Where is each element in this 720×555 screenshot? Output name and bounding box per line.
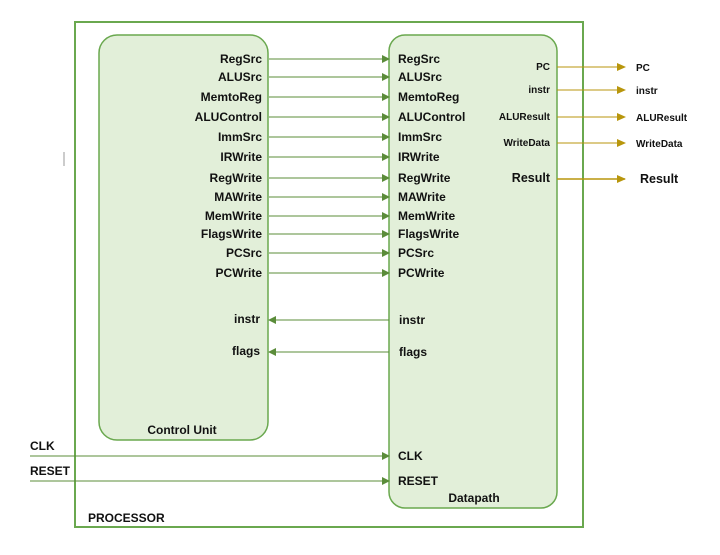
dp-output-label-instr: instr [528,85,550,96]
dp-feedback-label-instr: instr [399,313,425,327]
output-label-result: Result [640,172,679,186]
dp-label-alucontrol: ALUControl [398,110,465,124]
cu-label-mawrite: MAWrite [214,190,262,204]
cu-label-pcsrc: PCSrc [226,246,262,260]
cu-label-flagswrite: FlagsWrite [201,227,262,241]
cu-label-pcwrite: PCWrite [216,266,263,280]
dp-feedback-label-flags: flags [399,345,427,359]
dp-output-label-aluresult: ALUResult [499,112,551,123]
output-label-writedata: WriteData [636,139,683,150]
dp-label-regwrite: RegWrite [398,171,451,185]
dp-label-flagswrite: FlagsWrite [398,227,459,241]
cu-label-alucontrol: ALUControl [195,110,262,124]
dp-output-label-writedata: WriteData [504,138,551,149]
output-label-aluresult: ALUResult [636,113,688,124]
dp-label-pcwrite: PCWrite [398,266,445,280]
cu-label-regsrc: RegSrc [220,52,262,66]
datapath-title: Datapath [448,491,499,505]
processor-frame [74,21,584,528]
cu-label-immsrc: ImmSrc [218,130,262,144]
cu-label-regwrite: RegWrite [210,171,263,185]
cu-feedback-label-flags: flags [232,344,260,358]
cu-label-alusrc: ALUSrc [218,70,262,84]
cu-label-memtoreg: MemtoReg [201,90,262,104]
input-label-reset: RESET [30,464,71,478]
control-unit-block [98,34,269,441]
dp-label-memtoreg: MemtoReg [398,90,459,104]
output-label-pc: PC [636,63,650,74]
dp-label-alusrc: ALUSrc [398,70,442,84]
dp-label-memwrite: MemWrite [398,209,455,223]
output-label-instr: instr [636,86,658,97]
control-unit-title: Control Unit [147,423,216,437]
dp-label-immsrc: ImmSrc [398,130,442,144]
dp-label-pcsrc: PCSrc [398,246,434,260]
dp-output-label-result: Result [512,171,551,185]
cu-label-irwrite: IRWrite [220,150,262,164]
dp-label-mawrite: MAWrite [398,190,446,204]
dp-input-label-reset: RESET [398,474,439,488]
dp-label-irwrite: IRWrite [398,150,440,164]
dp-output-label-pc: PC [536,62,550,73]
processor-label: PROCESSOR [88,511,165,525]
cu-label-memwrite: MemWrite [205,209,262,223]
cu-feedback-label-instr: instr [234,312,260,326]
dp-label-regsrc: RegSrc [398,52,440,66]
dp-input-label-clk: CLK [398,449,423,463]
input-label-clk: CLK [30,439,55,453]
